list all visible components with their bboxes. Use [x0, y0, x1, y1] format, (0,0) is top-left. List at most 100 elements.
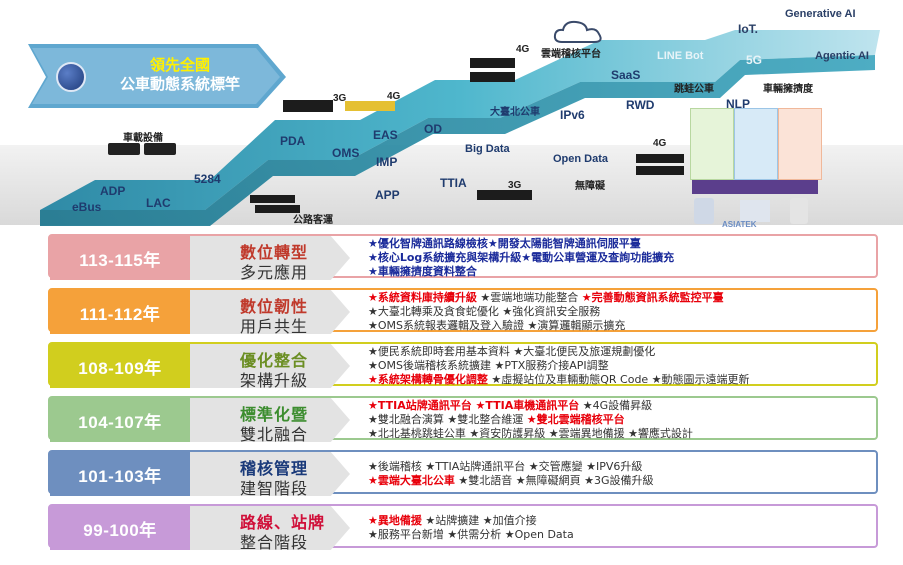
- phase-title-bg: [190, 290, 350, 334]
- phase-title: 標準化暨: [240, 405, 309, 424]
- banner-title-line2: 公車動態系統標竿: [119, 75, 240, 93]
- phase-item-line: ★OMS系統報表邏輯及登入驗證 ★演算邏輯顯示擴充: [368, 319, 868, 333]
- phase-items: ★TTIA站牌通訊平台 ★TTIA車機通訊平台 ★4G設備昇級★雙北融合演算 ★…: [368, 398, 868, 442]
- phase-subtitle: 建智階段: [240, 479, 309, 498]
- phase-row: 104-107年標準化暨雙北融合★TTIA站牌通訊平台 ★TTIA車機通訊平台 …: [48, 396, 878, 444]
- phase-title: 數位轉型: [240, 243, 309, 262]
- label-iot: IoT.: [738, 22, 758, 36]
- phase-items: ★異地備援 ★站牌擴建 ★加值介接★服務平台新增 ★供需分析 ★Open Dat…: [368, 506, 868, 550]
- phase-item-text: ★便民系統即時套用基本資料 ★大臺北便民及旅運規劃優化: [368, 345, 656, 358]
- device-icon: [283, 100, 333, 112]
- phase-item-text: ★完善動態資訊系統監控平臺: [581, 291, 724, 304]
- year-range: 101-103年: [50, 452, 190, 496]
- phase-row: 113-115年 數位轉型多元應用 ★優化智牌通訊路線檢核★開發太陽能智牌通訊伺服平…: [48, 234, 878, 282]
- phase-item-line: ★雲端大臺北公車 ★雙北語音 ★無障礙網頁 ★3G設備升級: [368, 474, 868, 488]
- phase-item-text: ★TTIA站牌通訊平台 ★TTIA車機通訊平台: [368, 399, 580, 412]
- device-icon: [250, 195, 295, 203]
- device-icon: [470, 58, 515, 68]
- label-ttia: TTIA: [440, 176, 467, 190]
- label-rwd: RWD: [626, 98, 655, 112]
- phase-item-text: ★雙北融合演算 ★雙北整合維運: [368, 413, 527, 426]
- label-crowding: 車輛擁擠度: [763, 84, 813, 95]
- label-nlp: NLP: [726, 97, 750, 111]
- label-ebus: eBus: [72, 200, 102, 214]
- phase-title-bg: [190, 452, 350, 496]
- phase-title-bg: [190, 506, 350, 550]
- phase-item-line: ★便民系統即時套用基本資料 ★大臺北便民及旅運規劃優化: [368, 345, 868, 359]
- phase-item-text: ★虛擬站位及車輛動態QR Code ★動態圖示遠端更新: [487, 373, 750, 386]
- year-range: 104-107年: [50, 398, 190, 442]
- phase-title-bg: [190, 398, 350, 442]
- device-icon: [477, 190, 532, 200]
- phase-item-text: ★大臺北轉乘及貪食蛇優化 ★強化資訊安全服務: [368, 305, 601, 318]
- phase-subtitle: 架構升級: [240, 371, 309, 390]
- phase-item-text: ★OMS系統報表邏輯及登入驗證 ★演算邏輯顯示擴充: [368, 319, 626, 332]
- phase-item-text: ★雲端大臺北公車: [368, 474, 455, 487]
- label-highway-bus: 公路客運: [293, 215, 333, 226]
- label-asiatek-logo: ASIATEK: [722, 220, 757, 229]
- phase-item-text: ★服務平台新增 ★供需分析 ★Open Data: [368, 528, 574, 541]
- banner-title: 領先全國 公車動態系統標竿: [96, 56, 264, 94]
- phase-item-text: ★OMS後端稽核系統擴建 ★PTX服務介接API調整: [368, 359, 609, 372]
- label-opendata: Open Data: [553, 153, 609, 165]
- label-lac: LAC: [146, 196, 171, 210]
- phase-item-line: ★車輛擁擠度資料整合: [368, 265, 868, 279]
- phase-title-bg: [190, 236, 350, 280]
- phase-row: 108-109年 優化整合架構升級 ★便民系統即時套用基本資料 ★大臺北便民及旅運規…: [48, 342, 878, 390]
- device-icon: [255, 205, 300, 213]
- phase-item-line: ★系統資料庫持續升級 ★雲端地端功能整合 ★完善動態資訊系統監控平臺: [368, 291, 868, 305]
- phase-items: ★系統資料庫持續升級 ★雲端地端功能整合 ★完善動態資訊系統監控平臺★大臺北轉乘…: [368, 290, 868, 334]
- phase-subtitle: 多元應用: [240, 263, 309, 282]
- phase-item-line: ★異地備援 ★站牌擴建 ★加值介接: [368, 514, 868, 528]
- label-saas: SaaS: [611, 68, 641, 82]
- bus-icon: [108, 143, 176, 157]
- app-screens-panel: [690, 108, 822, 228]
- phase-item-line: ★後端稽核 ★TTIA站牌通訊平台 ★交管應變 ★IPV6升級: [368, 460, 868, 474]
- phase-subtitle: 用戶共生: [240, 317, 309, 336]
- device-icon: [470, 72, 515, 82]
- phase-row: 101-103年 稽核管理建智階段 ★後端稽核 ★TTIA站牌通訊平台 ★交管應變 …: [48, 450, 878, 498]
- label-cloud-audit: 雲端稽核平台: [541, 49, 601, 60]
- phase-item-text: ★北北基桃跳蛙公車 ★資安防護昇級 ★雲端異地備援 ★響應式設計: [368, 427, 693, 440]
- label-5284: 5284: [194, 172, 221, 186]
- phase-item-text: ★後端稽核 ★TTIA站牌通訊平台 ★交管應變 ★IPV6升級: [368, 460, 643, 473]
- label-oms: OMS: [332, 146, 360, 160]
- phase-item-text: ★車輛擁擠度資料整合: [368, 265, 477, 278]
- phase-title: 稽核管理: [240, 459, 309, 478]
- label-4g-b: 4G: [516, 44, 530, 55]
- phase-items: ★便民系統即時套用基本資料 ★大臺北便民及旅運規劃優化★OMS後端稽核系統擴建 …: [368, 344, 868, 388]
- phase-item-line: ★雙北融合演算 ★雙北整合維運 ★雙北雲端稽核平台: [368, 413, 868, 427]
- phase-item-text: ★雙北語音 ★無障礙網頁 ★3G設備升級: [454, 474, 654, 487]
- phase-row: 111-112年數位韌性用戶共生★系統資料庫持續升級 ★雲端地端功能整合 ★完善…: [48, 288, 878, 336]
- year-range: 113-115年: [50, 236, 190, 280]
- label-agentic-ai: Agentic AI: [815, 50, 869, 62]
- label-app: APP: [375, 188, 400, 202]
- phase-item-text: ★系統架構轉骨優化調整: [368, 373, 488, 386]
- phase-item-line: ★系統架構轉骨優化調整 ★虛擬站位及車輛動態QR Code ★動態圖示遠端更新: [368, 373, 868, 387]
- phase-item-text: ★優化智牌通訊路線檢核★開發太陽能智牌通訊伺服平臺: [368, 237, 641, 250]
- label-4g-c: 4G: [653, 138, 667, 149]
- banner-title-line1: 領先全國: [149, 56, 210, 74]
- phase-item-line: ★OMS後端稽核系統擴建 ★PTX服務介接API調整: [368, 359, 868, 373]
- label-eas: EAS: [373, 128, 398, 142]
- year-range: 99-100年: [50, 506, 190, 550]
- label-4g-a: 4G: [387, 91, 401, 102]
- phase-title: 優化整合: [240, 351, 309, 370]
- label-3g-b: 3G: [508, 180, 522, 191]
- phase-items: ★優化智牌通訊路線檢核★開發太陽能智牌通訊伺服平臺★核心Log系統擴充與架構升級…: [368, 236, 868, 280]
- year-range: 111-112年: [50, 290, 190, 334]
- phase-item-line: ★服務平台新增 ★供需分析 ★Open Data: [368, 528, 868, 542]
- phase-item-text: ★系統資料庫持續升級: [368, 291, 477, 304]
- label-accessible: 無障礙: [575, 181, 605, 192]
- year-range: 108-109年: [50, 344, 190, 388]
- label-linebot: LINE Bot: [657, 50, 704, 62]
- phase-subtitle: 整合階段: [240, 533, 309, 552]
- phase-item-text: ★雙北雲端稽核平台: [526, 413, 625, 426]
- phase-item-text: ★雲端地端功能整合: [476, 291, 582, 304]
- label-pda: PDA: [280, 134, 306, 148]
- label-adp: ADP: [100, 184, 126, 198]
- label-od: OD: [424, 122, 442, 136]
- phase-item-text: ★核心Log系統擴充與架構升級★電動公車營運及查詢功能擴充: [368, 251, 675, 264]
- phase-row: 99-100年路線、站牌整合階段★異地備援 ★站牌擴建 ★加值介接★服務平台新增…: [48, 504, 878, 552]
